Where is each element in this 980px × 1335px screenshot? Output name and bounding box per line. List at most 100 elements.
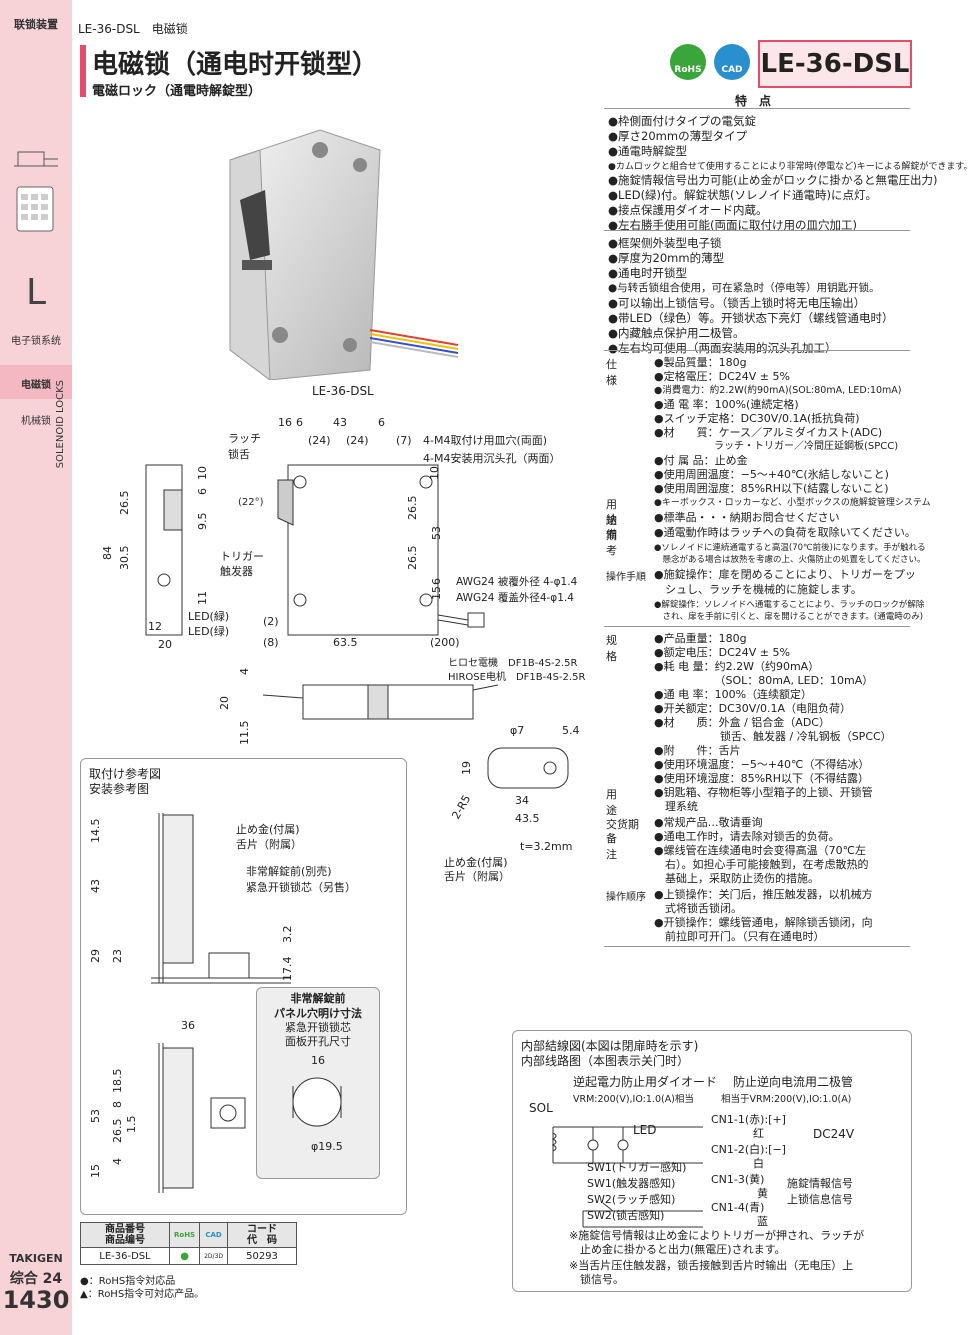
install-dim-17-4: 17.4	[281, 957, 294, 982]
spec-line: ●材 質：ケース／アルミダイカスト(ADC)	[654, 426, 883, 439]
wiring-note-zh-1: ※当舌片压住触发器，锁舌接触到舌片时输出（无电压）上	[569, 1259, 854, 1272]
panel-dim-phi19-5: φ19.5	[311, 1140, 343, 1153]
header-model-zh: 商品编号	[105, 1235, 145, 1246]
wiring-note-ja-2: 止め金に掛かると出力(無電圧)されます。	[569, 1243, 786, 1256]
feature-item: ●厚さ20mmの薄型タイプ	[608, 129, 748, 143]
title-accent-bar	[80, 45, 86, 97]
spec-ja: 仕 様 ●製品質量：180g ●定格電圧：DC24V ± 5% ●消費電力：約2…	[606, 356, 931, 626]
catalog-name: 综合 24	[9, 1271, 63, 1287]
header-code-zh: 代 码	[247, 1235, 278, 1246]
install-dim-43: 43	[91, 879, 102, 893]
strike-dim-34: 34	[515, 794, 529, 807]
connector-label-ja: ヒロセ電機 DF1B-4S-2.5R	[448, 656, 578, 669]
vrm-label-ja: VRM:200(V),IO:1.0(A)相当	[573, 1094, 694, 1105]
dim-2: (2)	[263, 615, 279, 628]
spec-label: 操作顺序	[606, 892, 646, 903]
sidebar-item-mechanical-lock[interactable]: 机械锁	[21, 416, 51, 427]
dim-left-10: 10	[196, 466, 209, 480]
wiring-diagram-box: 内部結線図(本図は閉扉時を示す) 内部线路图（本图表示关门时） 逆起電力防止用ダ…	[512, 1030, 912, 1292]
sw1-label-zh: SW1(触发器感知)	[587, 1177, 676, 1190]
keypad-icon	[16, 186, 54, 232]
spec-line: ●キーボックス・ロッカーなど、小型ボックスの施解錠管理システム	[654, 498, 931, 508]
dim-200: (200)	[430, 636, 460, 649]
cn1-4-label: CN1-4(青)	[711, 1201, 765, 1214]
table-cell-cad: 2D/3D	[199, 1247, 229, 1265]
sidebar-item-solenoid-lock[interactable]: 电磁锁	[21, 380, 51, 391]
install-reference-box: 取付け参考図 安装参考图 止め金(付属) 舌片（附属） 非常解錠前(別売) 紧急…	[80, 758, 407, 1215]
wiring-note-ja-1: ※施錠信号情報は止め金によりトリガーが押され、ラッチが	[569, 1229, 865, 1242]
install-emergency-ja: 非常解錠前(別売)	[246, 864, 332, 878]
signal-label-zh: 上锁信息信号	[787, 1193, 853, 1206]
cad-label: CAD	[721, 65, 743, 75]
wire-label-ja: AWG24 被覆外径 4-φ1.4	[456, 575, 578, 588]
dim-8: (8)	[263, 636, 279, 649]
rohs-icon: RoHS	[670, 44, 706, 80]
dim-left-9-5: 9.5	[196, 513, 209, 531]
spec-line: ●消費電力：約2.2W(約90mA)(SOL:80mA, LED:10mA)	[654, 385, 902, 396]
led-label-zh: LED(绿)	[188, 624, 229, 638]
wiring-title-zh: 内部线路图（本图表示关门时）	[521, 1054, 690, 1068]
feature-item: ●接点保護用ダイオード内蔵。	[608, 203, 768, 217]
spec-line: ●钥匙箱、存物柜等小型箱子的上锁、开锁管	[654, 786, 873, 799]
dc24v-label: DC24V	[813, 1127, 855, 1141]
product-code-table: 商品番号商品编号 RoHS CAD コード代 码 LE-36-DSL ● 2D/…	[80, 1222, 298, 1265]
solenoid-icon	[14, 151, 58, 167]
install-strike-zh: 舌片（附属）	[236, 837, 302, 851]
wire-label-zh: AWG24 覆盖外径4-φ1.4	[456, 591, 574, 604]
dim-left-6: 6	[196, 488, 209, 495]
spec-line: ●常规产品…敬请垂询	[654, 816, 763, 829]
model-number: LE-36-DSL	[758, 40, 912, 88]
circuit-schematic	[551, 1126, 703, 1228]
sidebar: 联锁装置 L 电子锁系统 电磁锁 机械锁 SOLENOID LOCKS TAKI…	[0, 0, 72, 1335]
strike-thickness: t=3.2mm	[520, 840, 572, 853]
spec-line: ●开关额定：DC30V/0.1A（电阻负荷）	[654, 702, 851, 715]
latch-label-ja: ラッチ	[228, 432, 261, 445]
spec-line: 懸念がある場合は放熱を考慮の上、火傷防止の処置をしてください。	[654, 555, 926, 565]
dim-7: (7)	[396, 434, 412, 447]
trigger-label-zh: 触发器	[220, 564, 253, 578]
spec-line: ●使用环境湿度：85%RH以下（不得结露）	[654, 772, 869, 785]
strike-label-ja: 止め金(付属)	[444, 855, 508, 869]
dim-16: 16	[278, 416, 292, 429]
led-circuit-label: LED	[633, 1123, 657, 1137]
strike-label-zh: 舌片（附属）	[444, 869, 510, 883]
spec-line: ●通电工作时，请去除对锁舌的负荷。	[654, 830, 840, 843]
cad-icon: CAD	[714, 44, 750, 80]
spec-line: され、扉を手前に引くと、扉を開けることができます。(通電時のみ)	[654, 612, 924, 622]
dim-84: 84	[101, 546, 114, 560]
dim-20: 20	[158, 638, 172, 651]
spec-line: ラッチ・トリガー／冷間圧延鋼板(SPCC)	[654, 441, 899, 452]
feature-item: ●左右均可使用（两面安装用的沉头孔加工）	[608, 341, 837, 355]
cn1-1-label: CN1-1(赤):[+]	[711, 1113, 786, 1126]
spec-line: ●使用周囲湿度：85%RH以下(結露しないこと)	[654, 482, 889, 495]
sidebar-letter: L	[25, 272, 47, 313]
connector-label-zh: HIROSE电机 DF1B-4S-2.5R	[448, 670, 585, 683]
divider	[604, 230, 910, 231]
divider	[604, 626, 910, 627]
feature-item: ●内藏触点保护用二极管。	[608, 326, 745, 340]
sw2-label-ja: SW2(ラッチ感知)	[587, 1193, 676, 1206]
spec-line: ●定格電圧：DC24V ± 5%	[654, 370, 790, 383]
side-dim-4: 4	[238, 668, 251, 675]
spec-line: 式将锁舌锁闭。	[654, 902, 742, 915]
install-title-zh: 安装参考图	[89, 782, 150, 796]
strike-dim-19: 19	[460, 761, 473, 775]
dim-6b: 6	[378, 416, 385, 429]
spec-label: 规 格	[606, 634, 638, 663]
install-dim-53: 53	[91, 1109, 102, 1123]
sw2-label-zh: SW2(锁舌感知)	[587, 1209, 665, 1222]
catalog-badge: TAKIGEN 综合 24 1430	[0, 1248, 72, 1335]
diode-label-ja: 逆起電力防止用ダイオード	[573, 1075, 718, 1089]
page-subtitle: 電磁ロック（通電時解錠型）	[92, 84, 262, 99]
sidebar-item-electronic-lock[interactable]: 电子锁系统	[11, 336, 61, 347]
cn1-3-label: CN1-3(黄)	[711, 1173, 765, 1186]
spec-line: ●附 件：舌片	[654, 744, 741, 757]
panel-dim-16: 16	[311, 1054, 325, 1067]
legend-rohs-possible: ▲：RoHS指令可対応产品。	[80, 1289, 205, 1300]
spec-line: シュし、ラッチを機械的に施錠します。	[654, 583, 862, 596]
cn1-2-zh: 白	[753, 1157, 764, 1170]
brand-name: TAKIGEN	[9, 1252, 63, 1265]
dim-right-53: 53	[430, 526, 443, 540]
panel-title-zh-1: 紧急开锁锁芯	[285, 1021, 351, 1034]
strike-dim-2-r5: 2-R5	[449, 793, 473, 822]
